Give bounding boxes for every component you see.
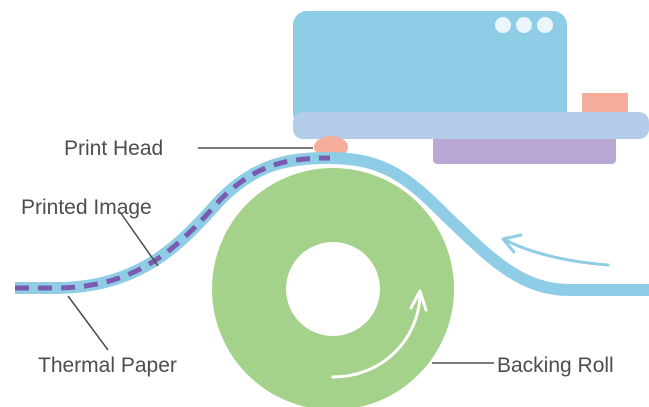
printed-image-leader <box>119 211 159 267</box>
printed-image <box>15 155 331 291</box>
indicator-light-3 <box>537 17 553 33</box>
roll-rotation-arrow <box>331 294 422 379</box>
thermal-paper-label: Thermal Paper <box>38 354 177 377</box>
backing-roll-label: Backing Roll <box>497 354 614 377</box>
printer-body <box>293 11 567 127</box>
indicator-lights <box>495 17 553 33</box>
printed-image-label: Printed Image <box>21 196 152 219</box>
paper-feed-arrow <box>503 238 610 267</box>
side-tab <box>582 93 628 115</box>
indicator-light-2 <box>516 17 532 33</box>
indicator-light-1 <box>495 17 511 33</box>
printer-base <box>293 112 649 139</box>
roll-rotation-arrowhead <box>409 289 428 312</box>
backing-roll <box>212 168 454 407</box>
backing-roll-hub <box>286 242 380 336</box>
paper-feed-arrowhead <box>501 233 523 254</box>
print-head-label: Print Head <box>64 137 163 160</box>
thermal-paper-leader <box>67 295 109 351</box>
